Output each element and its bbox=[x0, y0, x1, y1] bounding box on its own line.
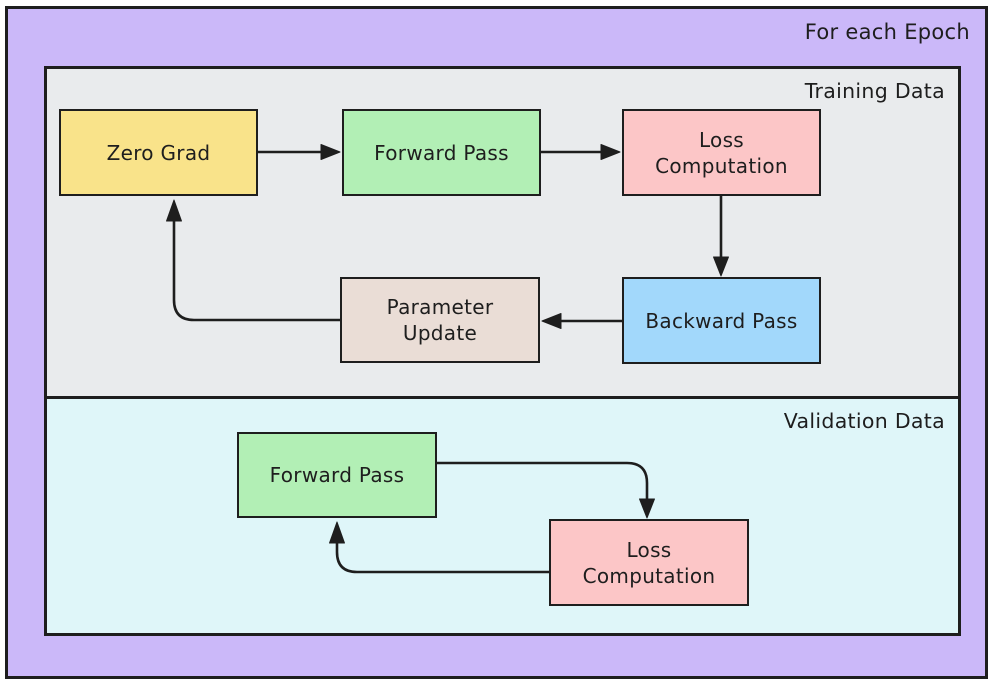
node-zero-grad-label: Zero Grad bbox=[106, 140, 211, 165]
node-parameter-update-label: Parameter Update bbox=[386, 295, 494, 345]
node-forward-pass-training: Forward Pass bbox=[342, 109, 541, 196]
node-backward-pass: Backward Pass bbox=[622, 277, 821, 364]
node-forward-pass-validation: Forward Pass bbox=[237, 432, 437, 518]
epoch-frame-label: For each Epoch bbox=[804, 20, 970, 44]
node-loss-computation-training-label: Loss Computation bbox=[655, 127, 788, 178]
node-loss-computation-validation: Loss Computation bbox=[549, 519, 749, 606]
node-backward-pass-label: Backward Pass bbox=[645, 308, 798, 333]
node-forward-pass-training-label: Forward Pass bbox=[374, 140, 509, 165]
node-zero-grad: Zero Grad bbox=[59, 109, 258, 196]
node-loss-computation-validation-label: Loss Computation bbox=[582, 537, 716, 588]
node-loss-computation-training: Loss Computation bbox=[622, 109, 821, 196]
node-parameter-update: Parameter Update bbox=[340, 277, 540, 363]
validation-section-label: Validation Data bbox=[783, 409, 945, 433]
validation-data-section: Validation Data bbox=[44, 396, 961, 636]
training-section-label: Training Data bbox=[804, 79, 945, 103]
node-forward-pass-validation-label: Forward Pass bbox=[269, 463, 405, 487]
